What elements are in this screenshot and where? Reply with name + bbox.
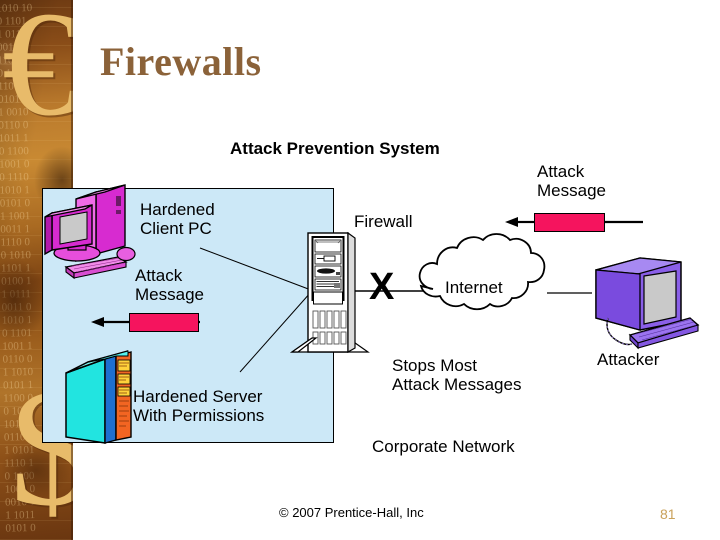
page-number: 81 [660,506,676,522]
diagram-heading: Attack Prevention System [230,139,440,158]
label-attacker: Attacker [597,350,660,369]
internet-cloud-icon [418,233,546,311]
copyright-notice: © 2007 Prentice-Hall, Inc [279,505,424,520]
attacker-pc-icon [595,257,700,350]
page-title: Firewalls [100,39,262,84]
attack-message-arrow-right [505,217,643,227]
client-pc-icon [44,184,136,280]
label-attack-message-external: Attack Message [537,162,606,200]
label-stops-most-attack-messages: Stops Most Attack Messages [392,356,522,394]
label-hardened-server: Hardened Server With Permissions [133,387,265,425]
server-rack-icon [65,350,132,444]
firewall-tower-icon [290,231,370,354]
attack-message-bar-right [534,213,605,232]
attack-message-bar-left [129,313,199,332]
internal-network-links [199,247,312,373]
label-firewall: Firewall [354,212,413,231]
label-attack-message-internal: Attack Message [135,266,204,304]
label-internet: Internet [445,278,503,297]
euro-symbol-icon: € [2,0,73,147]
label-corporate-network: Corporate Network [372,437,515,456]
label-hardened-client-pc: Hardened Client PC [140,200,215,238]
block-x-icon: X [369,266,395,308]
